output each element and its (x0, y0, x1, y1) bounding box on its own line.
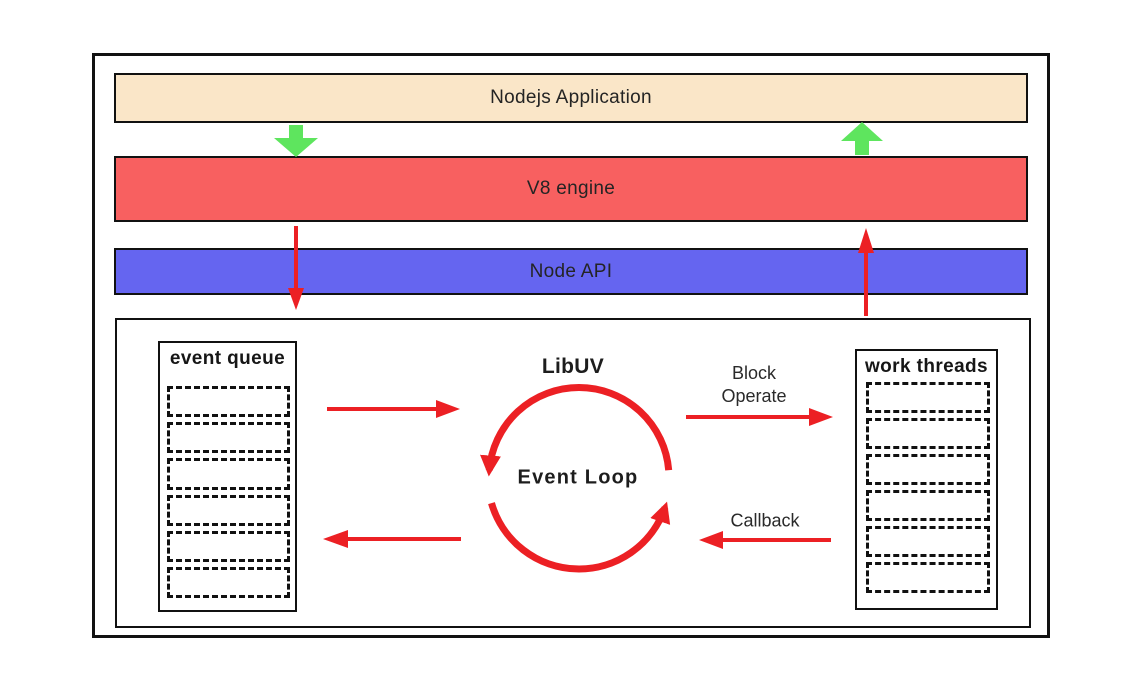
layer-v8-engine-label: V8 engine (526, 178, 616, 199)
layer-nodejs-application: Nodejs Application (114, 73, 1028, 123)
work-threads-box: work threads (855, 349, 998, 610)
queue-slot (866, 382, 990, 413)
layer-node-api-label: Node API (529, 260, 613, 282)
event-queue-title: event queue (169, 348, 286, 369)
layer-node-api: Node API (114, 248, 1028, 295)
libuv-title: LibUV (541, 355, 605, 378)
block-operate-line1: Block (731, 363, 777, 383)
queue-slot (866, 454, 990, 485)
queue-slot (167, 530, 290, 562)
event-queue-box: event queue (158, 341, 297, 612)
queue-slot (167, 422, 290, 454)
queue-slot (866, 490, 990, 521)
queue-slot (167, 566, 290, 599)
queue-slot (167, 494, 290, 526)
block-operate-label: Block Operate (721, 362, 786, 408)
work-threads-title: work threads (864, 356, 989, 377)
layer-v8-engine: V8 engine (114, 156, 1028, 222)
event-queue-slots (167, 386, 290, 599)
queue-slot (167, 386, 290, 418)
block-operate-line2: Operate (721, 386, 787, 406)
queue-slot (167, 458, 290, 490)
queue-slot (866, 526, 990, 557)
work-threads-slots (866, 382, 990, 593)
queue-slot (866, 562, 990, 593)
event-loop-label: Event Loop (517, 466, 639, 489)
callback-label: Callback (730, 510, 800, 531)
queue-slot (866, 418, 990, 449)
layer-nodejs-application-label: Nodejs Application (490, 87, 652, 108)
